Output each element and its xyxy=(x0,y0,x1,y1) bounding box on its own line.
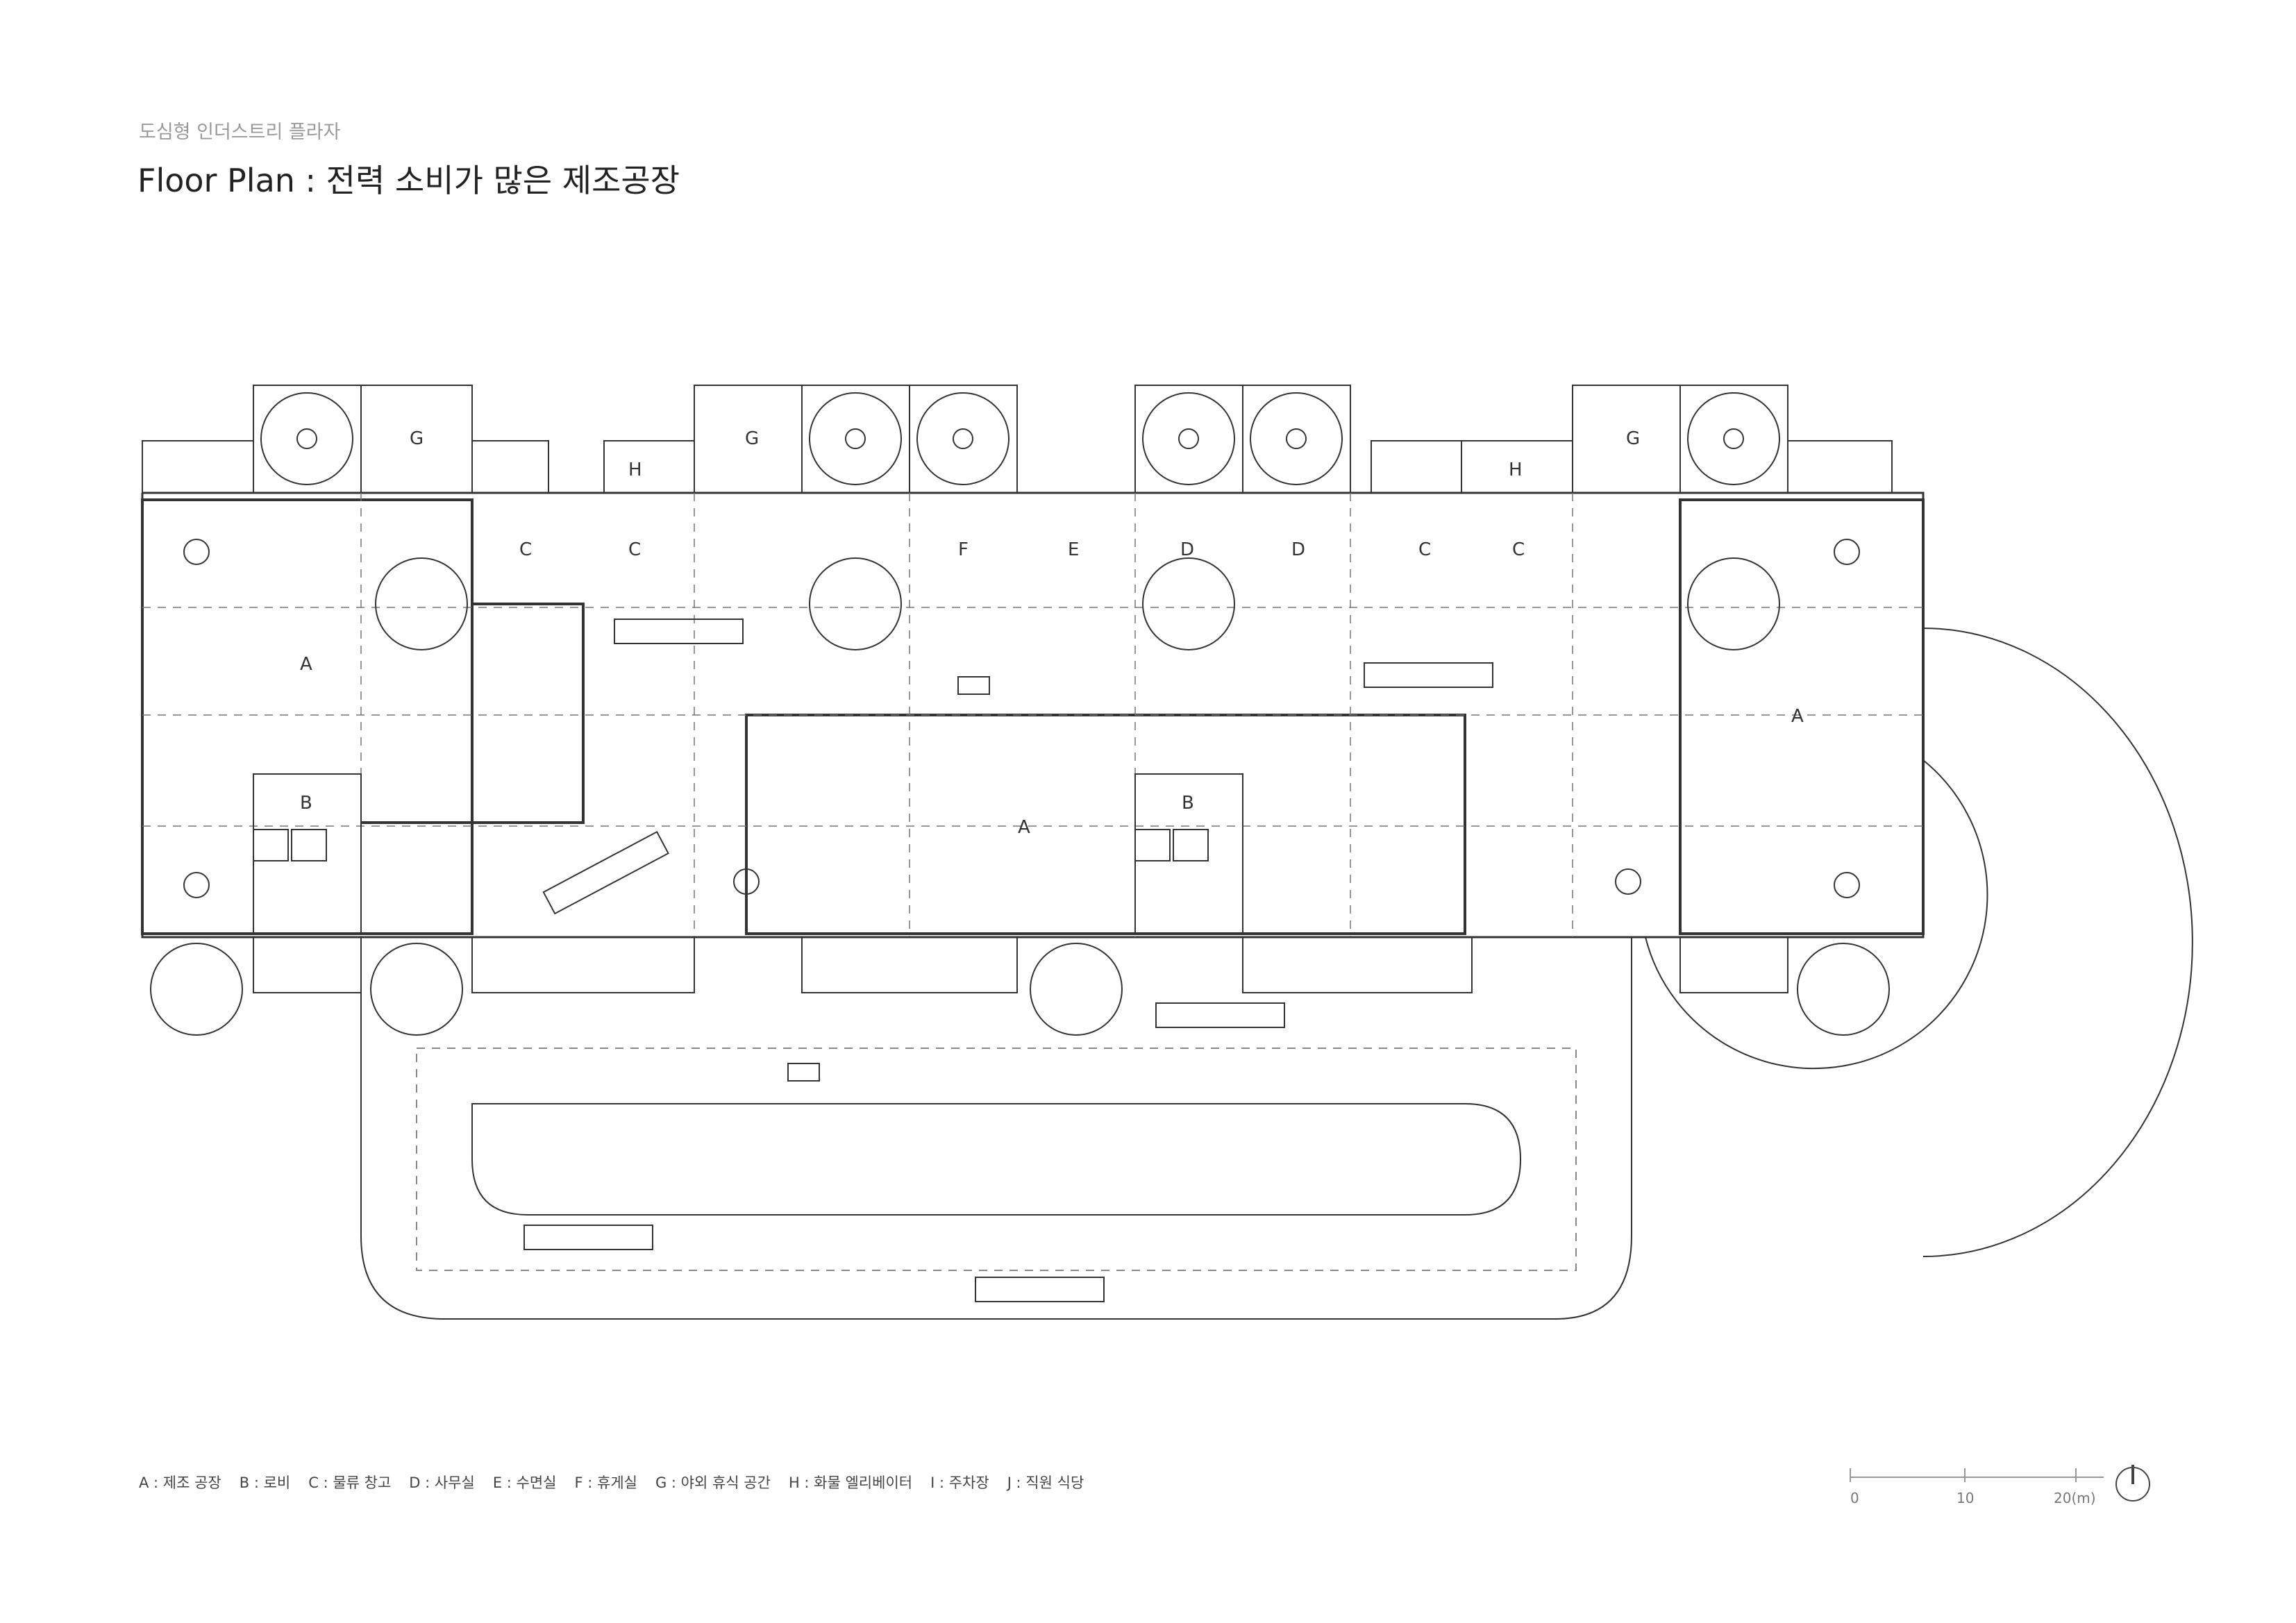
hall-circle xyxy=(1687,557,1780,650)
top-module xyxy=(801,385,910,494)
truck xyxy=(1155,1002,1285,1028)
scale-label-0: 0 xyxy=(1850,1490,1859,1506)
truck xyxy=(542,830,669,915)
silo xyxy=(1030,943,1123,1036)
truck xyxy=(614,619,744,644)
top-module xyxy=(253,385,362,494)
scale-label-20: 20(m) xyxy=(2054,1490,2096,1506)
factory-hall-center xyxy=(745,714,1466,935)
hall-circle xyxy=(375,557,468,650)
silo xyxy=(260,392,353,485)
silo-core xyxy=(845,428,866,449)
zone-label-c: C xyxy=(1418,539,1431,560)
legend-item: A : 제조 공장 xyxy=(139,1474,221,1491)
column xyxy=(1834,539,1860,565)
silo xyxy=(1250,392,1343,485)
silo xyxy=(916,392,1009,485)
legend-item: C : 물류 창고 xyxy=(308,1474,392,1491)
silo xyxy=(1797,943,1890,1036)
zone-label-h: H xyxy=(628,460,642,480)
drawing-subtitle: 도심형 인더스트리 플라자 xyxy=(139,121,341,143)
legend-item: J : 직원 식당 xyxy=(1007,1474,1084,1491)
zone-label-f: F xyxy=(958,539,969,560)
truck xyxy=(1364,662,1493,688)
hall-circle xyxy=(809,557,902,650)
elevator xyxy=(291,829,327,861)
column xyxy=(183,539,210,565)
hall-circle xyxy=(1142,557,1235,650)
zone-label-b: B xyxy=(1182,793,1194,814)
silo xyxy=(370,943,463,1036)
silo-core xyxy=(1723,428,1744,449)
silo xyxy=(809,392,902,485)
zone-label-h: H xyxy=(1509,460,1523,480)
parking-bay xyxy=(1679,936,1788,993)
factory-hall-right xyxy=(1679,498,1925,935)
zone-label-g: G xyxy=(745,428,759,449)
car xyxy=(787,1063,820,1082)
silo-core xyxy=(1286,428,1307,449)
top-module xyxy=(1371,440,1462,494)
silo-core xyxy=(296,428,317,449)
parking-bay xyxy=(471,936,695,993)
column xyxy=(183,872,210,898)
road-outer xyxy=(360,937,1632,1320)
elevator xyxy=(253,829,289,861)
zone-label-c: C xyxy=(628,539,641,560)
truck xyxy=(523,1225,653,1250)
legend-item: G : 야외 휴식 공간 xyxy=(655,1474,771,1491)
silo xyxy=(150,943,243,1036)
top-module xyxy=(1242,385,1351,494)
factory-hall-left xyxy=(141,498,474,935)
silo xyxy=(1142,392,1235,485)
zone-label-d: D xyxy=(1291,539,1305,560)
drawing-title: Floor Plan : 전력 소비가 많은 제조공장 xyxy=(137,162,680,199)
parking-bay xyxy=(1242,936,1473,993)
top-module xyxy=(1787,440,1893,494)
silo-core xyxy=(953,428,973,449)
zone-label-a: A xyxy=(1791,706,1804,727)
legend-item: E : 수면실 xyxy=(492,1474,557,1491)
zone-label-e: E xyxy=(1068,539,1079,560)
top-module xyxy=(1679,385,1788,494)
legend-item: H : 화물 엘리베이터 xyxy=(788,1474,913,1491)
legend-item: B : 로비 xyxy=(239,1474,291,1491)
legend-item: F : 휴게실 xyxy=(574,1474,637,1491)
zone-label-c: C xyxy=(1512,539,1525,560)
factory-hall-left-l xyxy=(361,500,585,824)
column xyxy=(733,868,760,895)
truck xyxy=(975,1277,1105,1302)
zone-label-g: G xyxy=(410,428,424,449)
legend-item: I : 주차장 xyxy=(930,1474,989,1491)
legend: A : 제조 공장 B : 로비 C : 물류 창고 D : 사무실 E : 수면실 F … xyxy=(139,1472,1084,1492)
silo-core xyxy=(1178,428,1199,449)
top-module xyxy=(142,440,254,494)
parking-bay xyxy=(253,936,362,993)
zone-label-g: G xyxy=(1626,428,1640,449)
zone-label-b: B xyxy=(300,793,312,814)
silo xyxy=(1687,392,1780,485)
elevator xyxy=(1173,829,1209,861)
car xyxy=(957,676,990,695)
ramp-arc xyxy=(1645,759,1988,1070)
zone-label-d: D xyxy=(1180,539,1194,560)
scale-label-10: 10 xyxy=(1956,1490,1975,1506)
top-module xyxy=(471,440,549,494)
parking-bay xyxy=(801,936,1018,993)
zone-label-a: A xyxy=(300,654,312,675)
zone-label-a: A xyxy=(1018,817,1030,838)
top-module xyxy=(909,385,1018,494)
column xyxy=(1834,872,1860,898)
road-inner xyxy=(471,1103,1522,1216)
zone-label-c: C xyxy=(519,539,532,560)
ramp-arc xyxy=(1922,628,2193,1257)
top-module xyxy=(603,440,695,494)
elevator xyxy=(1134,829,1171,861)
legend-item: D : 사무실 xyxy=(409,1474,475,1491)
top-module xyxy=(1134,385,1243,494)
column xyxy=(1615,868,1641,895)
road-lane xyxy=(416,1048,1577,1271)
